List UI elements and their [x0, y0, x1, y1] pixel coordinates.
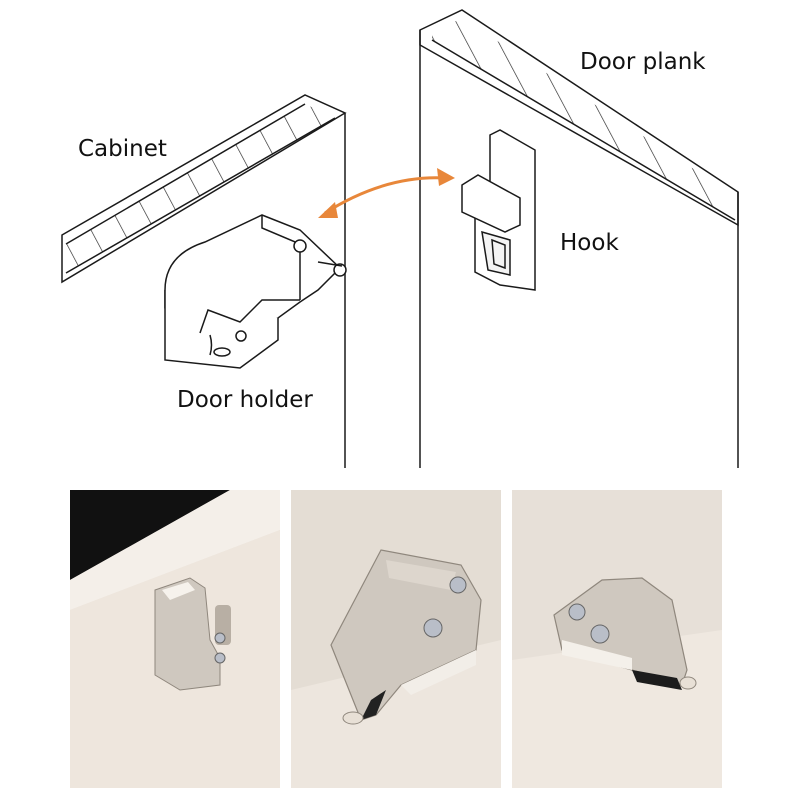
latch-photo-icon [154, 577, 231, 691]
photo-3 [512, 490, 722, 788]
latch-closeup-photo-icon [330, 549, 482, 725]
door-plank-label: Door plank [580, 49, 706, 75]
door-holder-label: Door holder [177, 387, 313, 413]
motion-arrow [318, 168, 455, 218]
cabinet-label: Cabinet [78, 136, 167, 162]
cabinet-panel [61, 94, 347, 468]
latch-front-photo-icon [553, 577, 697, 690]
door-holder-drawing [164, 214, 347, 369]
hook-drawing [461, 129, 536, 291]
hook-label: Hook [560, 230, 619, 256]
photo-1 [70, 490, 280, 788]
installation-diagram [61, 9, 739, 468]
photo-2 [291, 490, 501, 788]
door-plank-panel [419, 9, 739, 468]
